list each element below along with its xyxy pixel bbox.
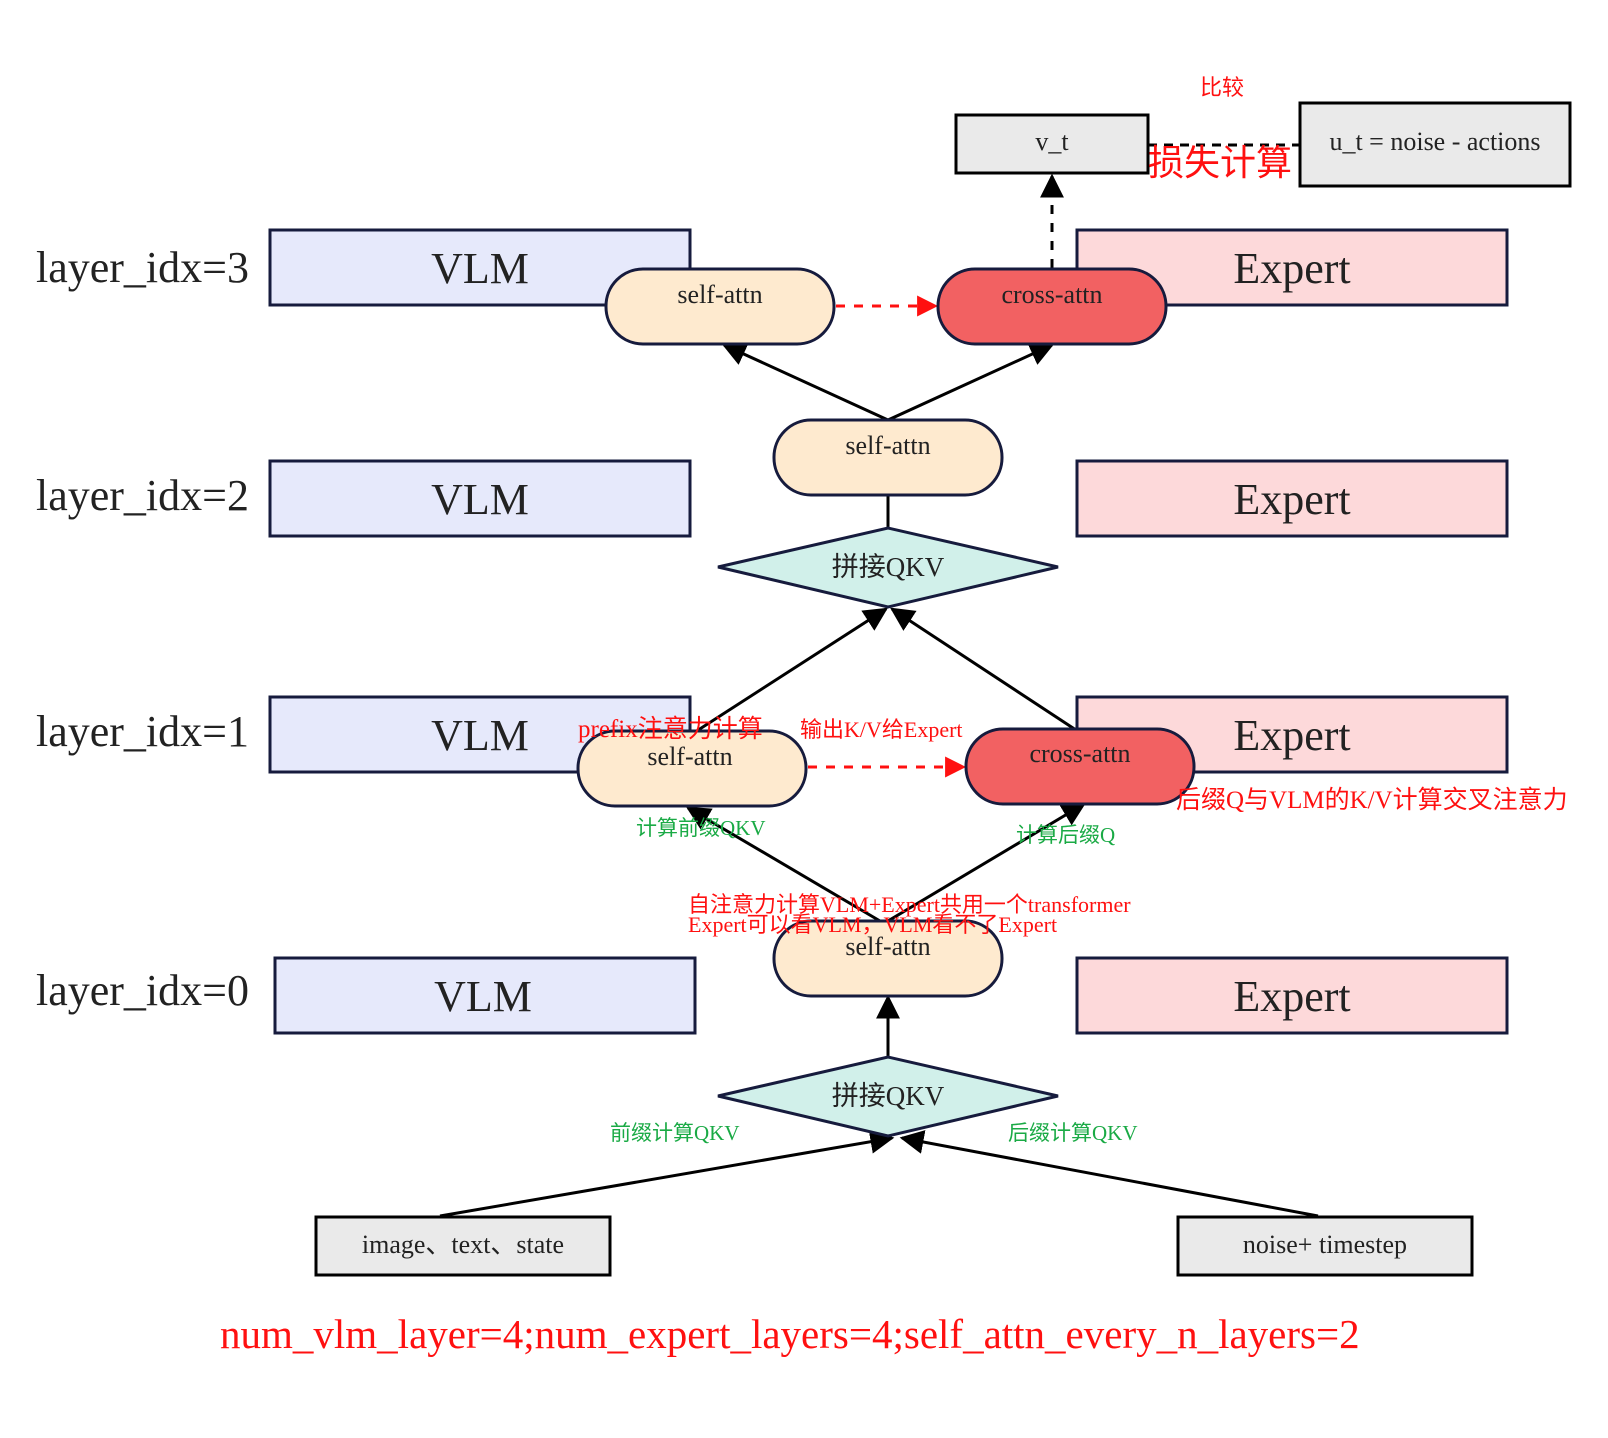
vlm-label: VLM <box>431 244 529 293</box>
concat-qkv-diamond-0: 拼接QKV <box>717 1055 1059 1138</box>
expert-label: Expert <box>1233 475 1350 524</box>
compare-label: 比较 <box>1200 75 1244 100</box>
prefix-attn-note: prefix注意力计算 <box>578 715 763 743</box>
prefix-input-box: image、text、state <box>314 1215 612 1277</box>
vlm-block-layer-3: VLM <box>268 228 692 307</box>
u-t-box: u_t = noise - actions <box>1298 101 1572 188</box>
expert-label: Expert <box>1233 972 1350 1021</box>
cross-attn-node-layer-3: cross-attn <box>936 267 1168 346</box>
concat-qkv-label: 拼接QKV <box>832 552 945 582</box>
self-attn-label: self-attn <box>845 431 930 460</box>
vlm-label: VLM <box>434 972 532 1021</box>
output-kv-note: 输出K/V给Expert <box>800 717 963 742</box>
prefix-qkv-note: 前缀计算QKV <box>610 1121 740 1145</box>
self-attn-note-line-2: Expert可以看VLM，VLM看不了Expert <box>688 912 1057 937</box>
connectors <box>439 343 1319 1218</box>
suffix-input-box: noise+ timestep <box>1176 1215 1474 1277</box>
v-t-box: v_t <box>954 113 1150 175</box>
expert-label: Expert <box>1233 244 1350 293</box>
edge-self-attn-1-to-concat-2 <box>691 607 889 736</box>
config-note: num_vlm_layer=4;num_expert_layers=4;self… <box>220 1311 1360 1357</box>
vlm-block-layer-1: VLM <box>268 695 692 774</box>
layer-label-2: layer_idx=2 <box>36 471 249 520</box>
self-attn-label: self-attn <box>647 742 732 771</box>
cross-attn-label: cross-attn <box>1001 280 1102 309</box>
self-attn-label: self-attn <box>677 280 762 309</box>
edge-self-attn-2-to-self-attn-3 <box>721 343 889 422</box>
u-t-label: u_t = noise - actions <box>1329 127 1540 156</box>
expert-label: Expert <box>1233 711 1350 760</box>
suffix-input-label: noise+ timestep <box>1243 1230 1407 1259</box>
vlm-block-layer-2: VLM <box>268 459 692 538</box>
self-attn-node-layer-2: self-attn <box>772 418 1004 497</box>
vlm-label: VLM <box>431 475 529 524</box>
edge-suffix-to-concat-0 <box>899 1130 1319 1218</box>
concat-qkv-diamond-2: 拼接QKV <box>717 526 1059 609</box>
edge-self-attn-0-to-cross-attn-1 <box>887 802 1087 923</box>
edge-prefix-to-concat-0 <box>439 1129 895 1218</box>
suffix-qkv-note: 后缀计算QKV <box>1008 1121 1138 1145</box>
concat-qkv-label: 拼接QKV <box>832 1081 945 1111</box>
edge-self-attn-2-to-cross-attn-3 <box>887 343 1055 422</box>
self-attn-node-layer-1: self-attn <box>576 729 808 808</box>
self-attn-node-layer-3: self-attn <box>604 267 836 346</box>
prefix-input-label: image、text、state <box>362 1230 564 1259</box>
compute-suffix-q-note: 计算后缀Q <box>1016 823 1115 847</box>
vlm-block-layer-0: VLM <box>273 956 697 1035</box>
layer-label-0: layer_idx=0 <box>36 966 249 1015</box>
edge-cross-attn-1-to-concat-2 <box>889 607 1077 732</box>
cross-attn-label: cross-attn <box>1029 739 1130 768</box>
layer-label-1: layer_idx=1 <box>36 707 249 756</box>
self-attn-note-line-1: 自注意力计算VLM+Expert共用一个transformer <box>688 892 1131 917</box>
self-attn-label: self-attn <box>845 932 930 961</box>
expert-block-layer-2: Expert <box>1075 459 1509 538</box>
expert-block-layer-0: Expert <box>1075 956 1509 1035</box>
vlm-label: VLM <box>431 711 529 760</box>
self-attn-node-layer-0: self-attn <box>772 919 1004 998</box>
layer-label-3: layer_idx=3 <box>36 243 249 292</box>
loss-calc-label: 损失计算 <box>1148 143 1292 183</box>
cross-attn-note: 后缀Q与VLM的K/V计算交叉注意力 <box>1176 786 1568 814</box>
compute-prefix-qkv-note: 计算前缀QKV <box>636 816 766 840</box>
cross-attn-node-layer-1: cross-attn <box>964 727 1196 806</box>
edge-self-attn-0-to-self-attn-1 <box>685 806 881 923</box>
v-t-label: v_t <box>1035 127 1069 156</box>
